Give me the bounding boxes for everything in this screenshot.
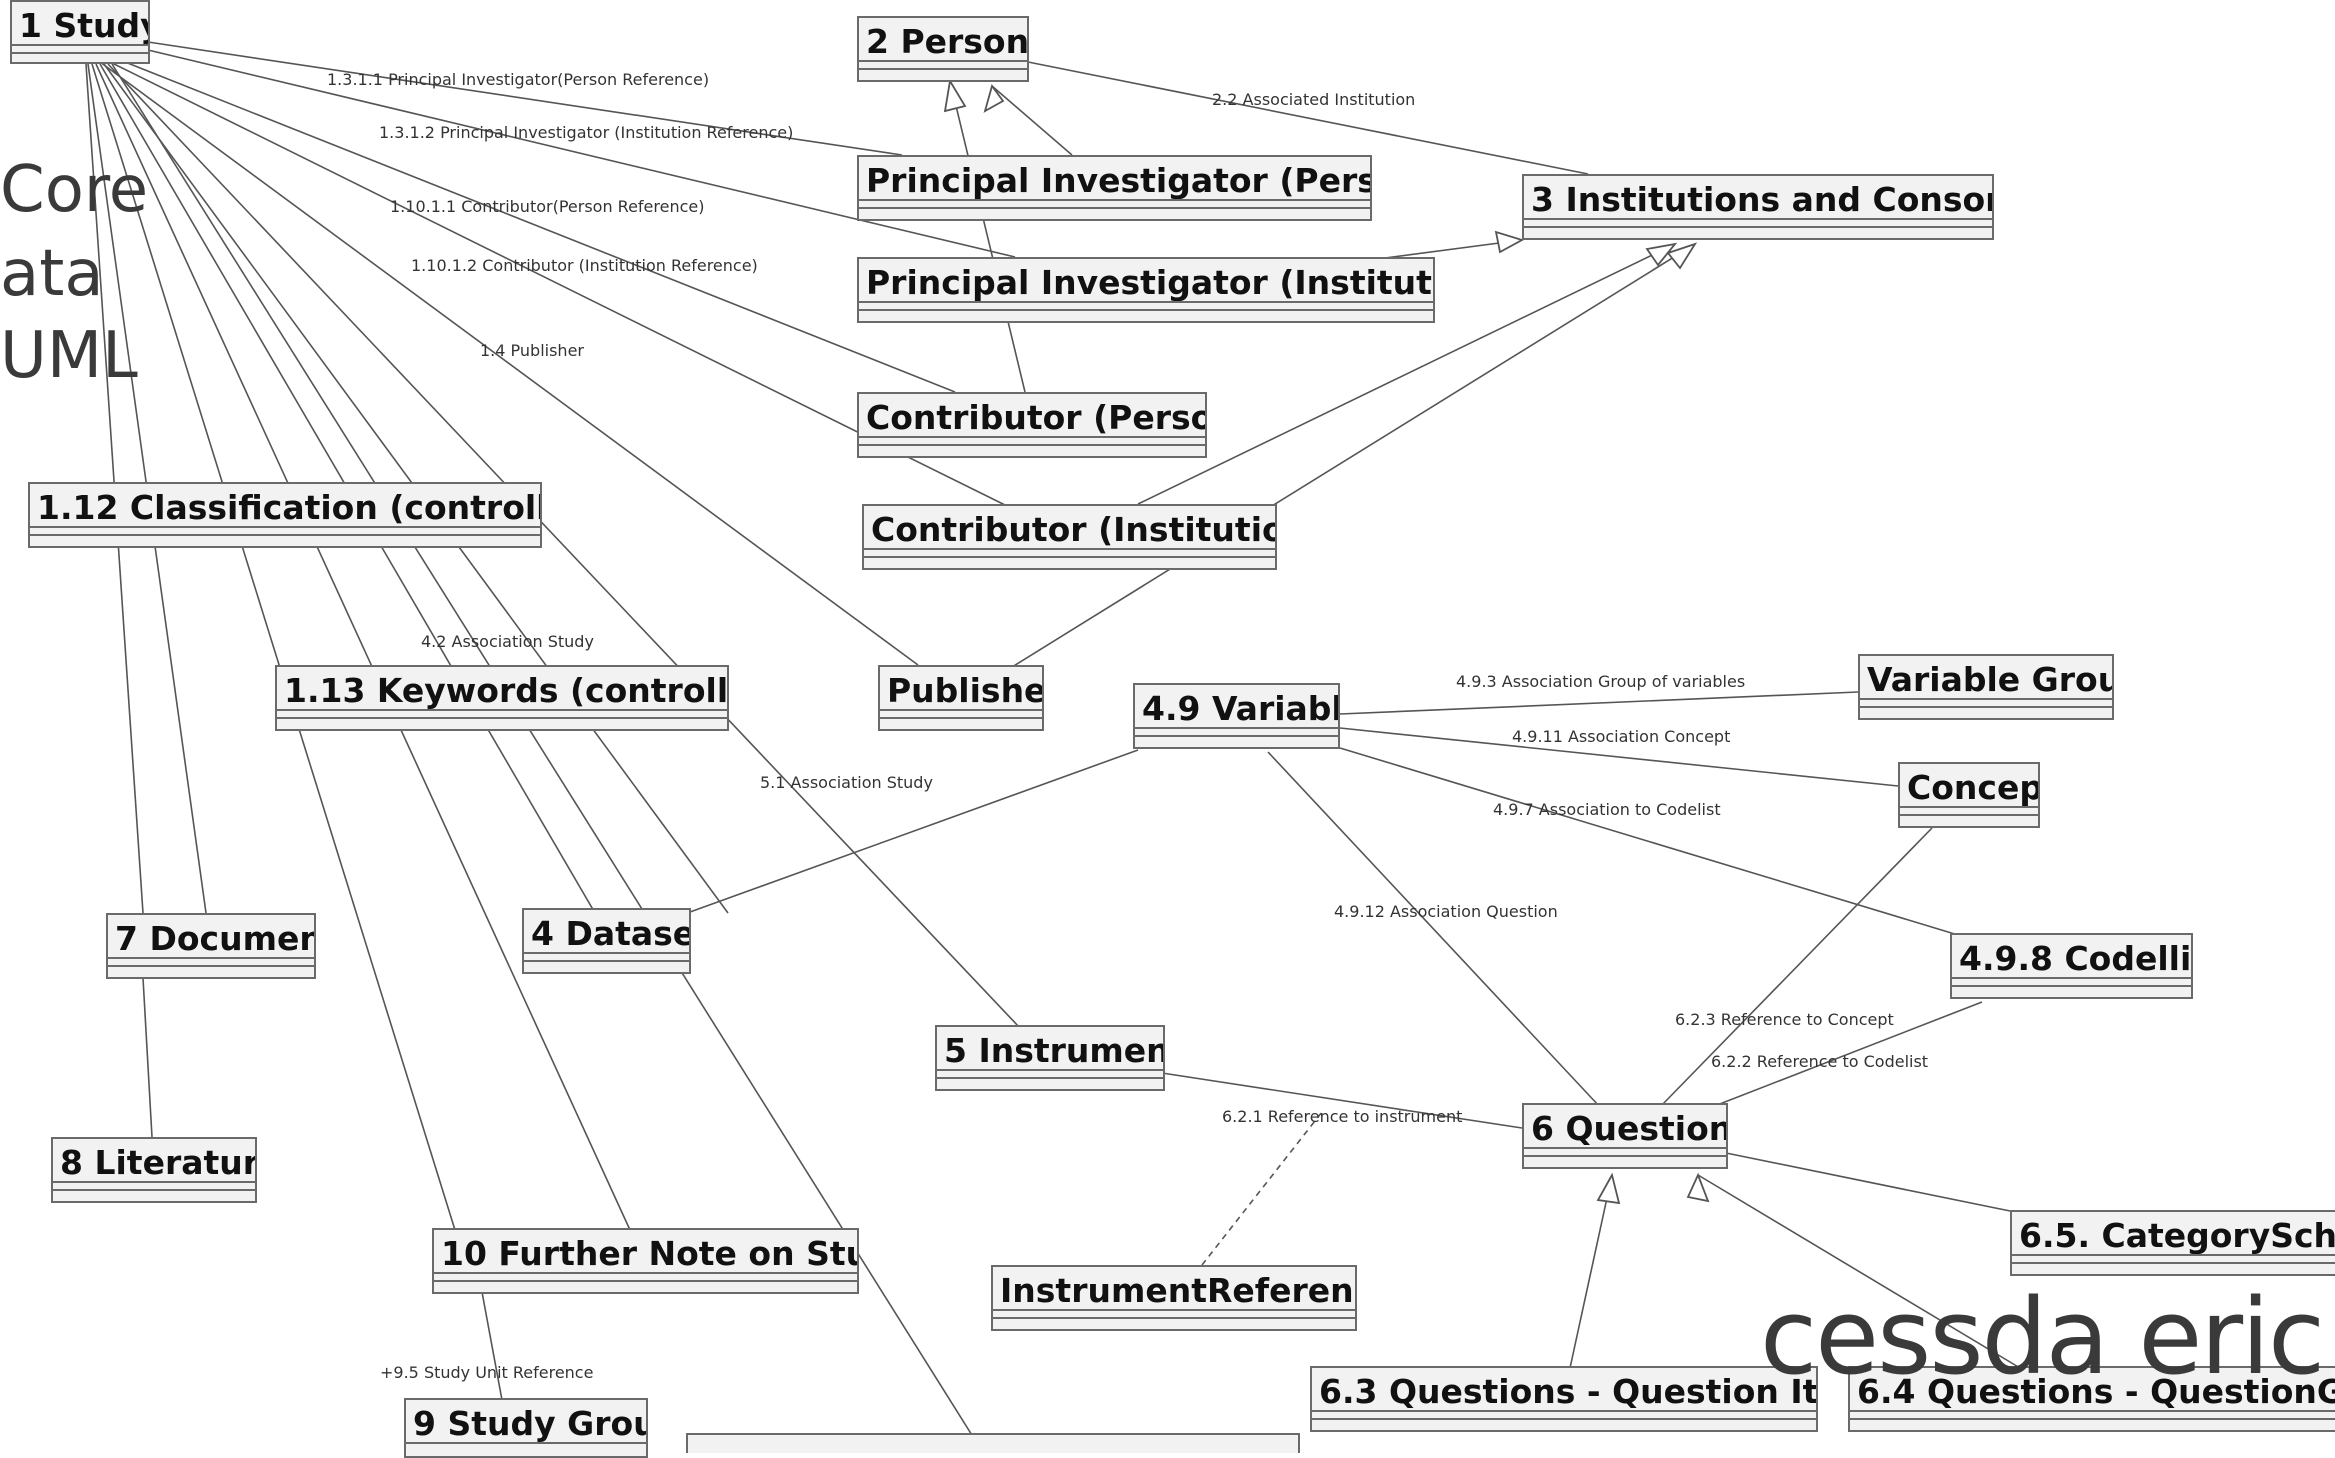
class-name: 8 Literature xyxy=(53,1139,255,1183)
class-further-note-on-study[interactable]: 10 Further Note on Study xyxy=(432,1228,859,1294)
edge-label-ref-instrument: 6.2.1 Reference to instrument xyxy=(1222,1107,1463,1126)
class-literature[interactable]: 8 Literature xyxy=(51,1137,257,1203)
slide-title-line-1: Core xyxy=(0,153,149,227)
class-study[interactable]: 1 Study xyxy=(10,0,150,64)
class-name: InstrumentReference xyxy=(993,1267,1355,1311)
class-persons[interactable]: 2 Persons xyxy=(857,16,1029,82)
cessda-eric-logo: cessda eric xyxy=(1760,1276,2325,1398)
class-name: 5 Instrument xyxy=(937,1027,1163,1071)
class-name: 1 Study xyxy=(12,2,148,46)
edge-label-pi-person-ref: 1.3.1.1 Principal Investigator(Person Re… xyxy=(327,70,710,89)
class-name: Principal Investigator (Institution) xyxy=(859,259,1433,303)
edge-label-ref-codelist: 6.2.2 Reference to Codelist xyxy=(1711,1052,1929,1071)
slide-title-line-2: ata xyxy=(0,237,104,311)
class-classification[interactable]: 1.12 Classification (controlled) xyxy=(28,482,542,548)
class-name: 4.9.8 Codellist xyxy=(1952,935,2191,979)
edge-label-association-study-4-2: 4.2 Association Study xyxy=(421,632,594,651)
class-name: Contributor (Person) xyxy=(859,394,1205,438)
class-contributor-person[interactable]: Contributor (Person) xyxy=(857,392,1207,458)
class-variable[interactable]: 4.9 Variable xyxy=(1133,683,1340,749)
class-name: 6.5. CategorySchem xyxy=(2012,1212,2335,1256)
class-principal-investigator-institution[interactable]: Principal Investigator (Institution) xyxy=(857,257,1435,323)
edge-label-pi-institution-ref: 1.3.1.2 Principal Investigator (Institut… xyxy=(379,123,794,142)
class-category-scheme[interactable]: 6.5. CategorySchem xyxy=(2010,1210,2335,1276)
class-name: 3 Institutions and Consortia xyxy=(1524,176,1992,220)
class-name: 1.12 Classification (controlled) xyxy=(30,484,540,528)
class-name: 4 Dataset xyxy=(524,910,689,954)
class-questions[interactable]: 6 Questions xyxy=(1522,1103,1728,1169)
class-partial-bottom xyxy=(686,1433,1300,1453)
class-institutions-and-consortia[interactable]: 3 Institutions and Consortia xyxy=(1522,174,1994,240)
class-concept[interactable]: Concept xyxy=(1898,762,2040,828)
class-name: 9 Study Group xyxy=(406,1400,646,1444)
slide-title-line-3: UML xyxy=(0,319,138,393)
edge-label-associated-institution: 2.2 Associated Institution xyxy=(1212,90,1416,109)
class-name: 1.13 Keywords (controlled) xyxy=(277,667,727,711)
class-name: 2 Persons xyxy=(859,18,1027,62)
class-name: 7 Document xyxy=(108,915,314,959)
edge-label-association-question: 4.9.12 Association Question xyxy=(1334,902,1558,921)
class-codelist[interactable]: 4.9.8 Codellist xyxy=(1950,933,2193,999)
class-question-item[interactable]: 6.3 Questions - Question Item xyxy=(1310,1366,1818,1432)
edge-label-association-study-5-1: 5.1 Association Study xyxy=(760,773,933,792)
class-instrument[interactable]: 5 Instrument xyxy=(935,1025,1165,1091)
class-name: 4.9 Variable xyxy=(1135,685,1338,729)
edge-label-contributor-institution-ref: 1.10.1.2 Contributor (Institution Refere… xyxy=(411,256,758,275)
edge-label-association-codelist: 4.9.7 Association to Codelist xyxy=(1493,800,1721,819)
edge-label-publisher: 1.4 Publisher xyxy=(480,341,584,360)
class-keywords[interactable]: 1.13 Keywords (controlled) xyxy=(275,665,729,731)
edge-label-contributor-person-ref: 1.10.1.1 Contributor(Person Reference) xyxy=(390,197,705,216)
class-question-grid[interactable]: 6.4 Questions - QuestionGrid xyxy=(1848,1366,2335,1432)
class-principal-investigator-person[interactable]: Principal Investigator (Person) xyxy=(857,155,1372,221)
class-dataset[interactable]: 4 Dataset xyxy=(522,908,691,974)
class-instrument-reference[interactable]: InstrumentReference xyxy=(991,1265,1357,1331)
class-name: Variable Group xyxy=(1860,656,2112,700)
class-variable-group[interactable]: Variable Group xyxy=(1858,654,2114,720)
class-contributor-institution[interactable]: Contributor (Institution) xyxy=(862,504,1277,570)
class-name: Concept xyxy=(1900,764,2038,808)
class-name: 10 Further Note on Study xyxy=(434,1230,857,1274)
class-name: Publisher xyxy=(880,667,1042,711)
class-study-group[interactable]: 9 Study Group xyxy=(404,1398,648,1458)
class-name: Contributor (Institution) xyxy=(864,506,1275,550)
class-name: Principal Investigator (Person) xyxy=(859,157,1370,201)
class-document[interactable]: 7 Document xyxy=(106,913,316,979)
class-name: 6 Questions xyxy=(1524,1105,1726,1149)
class-publisher[interactable]: Publisher xyxy=(878,665,1044,731)
edge-label-association-concept: 4.9.11 Association Concept xyxy=(1512,727,1731,746)
edge-label-ref-concept: 6.2.3 Reference to Concept xyxy=(1675,1010,1894,1029)
edge-label-study-unit-ref: +9.5 Study Unit Reference xyxy=(380,1363,594,1382)
class-name: 6.3 Questions - Question Item xyxy=(1312,1368,1816,1412)
class-name: 6.4 Questions - QuestionGrid xyxy=(1850,1368,2335,1412)
edge-label-association-group: 4.9.3 Association Group of variables xyxy=(1456,672,1746,691)
